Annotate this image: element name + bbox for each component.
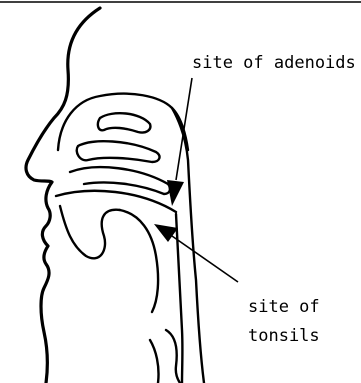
face-profile-outline [26,8,100,383]
nasal-concha-upper [98,113,150,132]
adenoids-pointer-line [176,78,192,180]
oral-cavity-back [120,210,158,312]
adenoids-label: site of adenoids [192,53,356,73]
tonsils-pointer-head [154,224,178,242]
tonsils-label-line2: tonsils [248,326,320,346]
tonsils-label-line1: site of [248,297,320,317]
epiglottis-outline [166,330,180,383]
nasal-concha-middle [77,141,160,162]
larynx-outline [150,340,159,383]
tongue-outline [60,206,120,258]
tonsils-pointer-line [172,236,238,282]
adenoids-pointer-head [167,180,184,206]
